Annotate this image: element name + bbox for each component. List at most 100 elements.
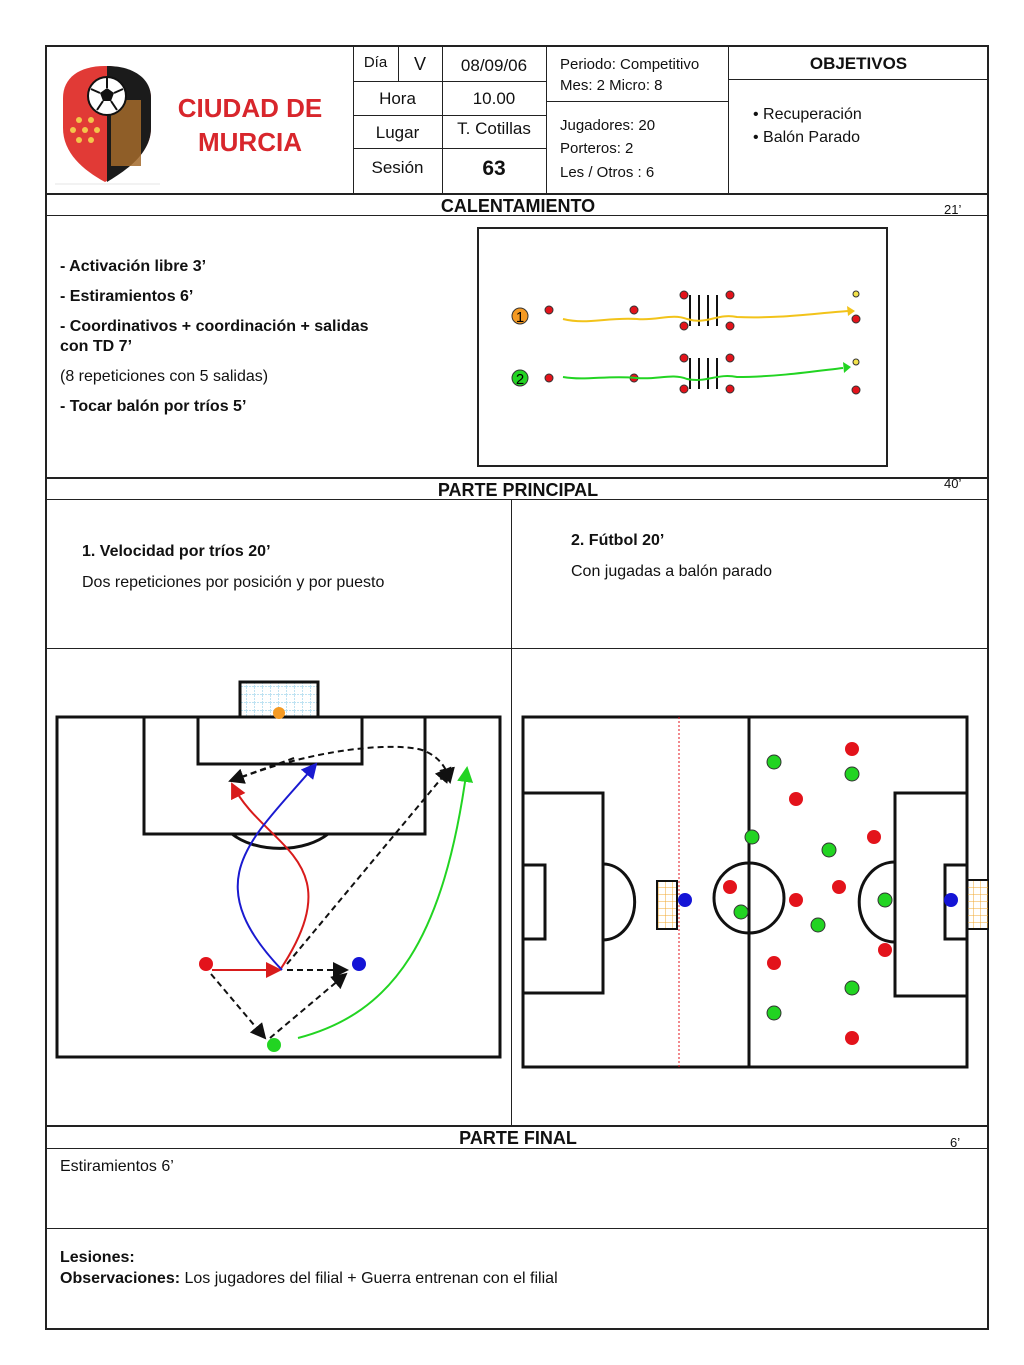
- green-run-path: [297, 766, 474, 1039]
- lesiones-label: Lesiones:: [60, 1249, 135, 1266]
- objetivos-list: Recuperación Balón Parado: [753, 103, 862, 149]
- penalty-arc-right: [857, 860, 896, 944]
- speed-drill-diagram: [55, 680, 502, 1059]
- player-red: [199, 957, 213, 971]
- club-name: CIUDAD DE MURCIA: [160, 91, 340, 159]
- penalty-arc-left: [602, 862, 637, 942]
- diagram-label-1: 1: [516, 309, 524, 326]
- cone: [629, 305, 639, 315]
- divider: [353, 115, 546, 116]
- goalkeeper-blue: [944, 893, 958, 907]
- player-green: [267, 1038, 281, 1052]
- jugadores: Jugadores: 20: [560, 117, 656, 134]
- calentamiento-minutes: 21’: [944, 202, 962, 217]
- divider: [546, 101, 728, 102]
- green-run-path: [562, 367, 844, 381]
- player-green: [744, 829, 760, 845]
- calentamiento-title: CALENTAMIENTO: [440, 196, 596, 216]
- player-red: [878, 943, 892, 957]
- goal-net: [238, 680, 320, 719]
- goalkeeper-blue: [678, 893, 692, 907]
- player-red: [767, 956, 781, 970]
- player-red: [789, 893, 803, 907]
- pass-path: [228, 757, 295, 784]
- goal-area-left: [521, 863, 547, 941]
- player-green: [844, 766, 860, 782]
- dia-value: V: [413, 54, 426, 74]
- pitch-area: [55, 715, 502, 1059]
- final-text: Estiramientos 6’: [60, 1158, 174, 1175]
- divider: [46, 1125, 989, 1127]
- cone: [544, 373, 554, 383]
- cone: [725, 321, 735, 331]
- divider: [353, 148, 546, 149]
- player-green: [821, 842, 837, 858]
- player-red: [832, 880, 846, 894]
- les-otros: Les / Otros : 6: [560, 164, 655, 181]
- sesion-number: 63: [482, 157, 506, 180]
- lugar-value: T. Cotillas: [457, 119, 531, 138]
- divider: [511, 500, 512, 1126]
- objetivo-item: Recuperación: [753, 103, 862, 126]
- player-green: [844, 980, 860, 996]
- exercise-1-title: 1. Velocidad por tríos 20’: [82, 543, 271, 560]
- principal-minutes: 40’: [944, 476, 962, 491]
- cone: [852, 290, 860, 298]
- divider: [46, 648, 989, 649]
- divider: [46, 1148, 989, 1149]
- cone: [679, 290, 689, 300]
- warmup-item: con TD 7’: [60, 338, 133, 355]
- hora-label: Hora: [379, 89, 416, 108]
- goalkeeper-marker: [273, 707, 285, 719]
- warmup-item: - Tocar balón por tríos 5’: [60, 398, 247, 415]
- red-run-path: [231, 782, 310, 971]
- divider: [442, 46, 443, 193]
- mini-goal: [656, 880, 678, 930]
- mes-micro: Mes: 2 Micro: 8: [560, 77, 663, 94]
- match-diagram: [521, 715, 989, 1069]
- calentamiento-list: - Activación libre 3’ - Estiramientos 6’…: [60, 258, 440, 416]
- divider: [398, 46, 399, 81]
- exercise-2-desc: Con jugadas a balón parado: [571, 563, 773, 580]
- divider: [546, 46, 547, 193]
- player-green: [810, 917, 826, 933]
- final-title: PARTE FINAL: [459, 1128, 577, 1148]
- warmup-item: - Estiramientos 6’: [60, 288, 194, 305]
- player-marker-2: [511, 369, 529, 387]
- player-red: [845, 1031, 859, 1045]
- dia-label: Día: [363, 54, 388, 71]
- player-green: [877, 892, 893, 908]
- divider: [46, 477, 989, 479]
- lugar-label: Lugar: [375, 123, 420, 142]
- objetivos-title: OBJETIVOS: [809, 54, 908, 73]
- yellow-run-path: [562, 310, 850, 323]
- session-date: 08/09/06: [460, 56, 528, 75]
- cone: [679, 384, 689, 394]
- divider: [728, 79, 989, 80]
- warmup-item: (8 repeticiones con 5 salidas): [60, 368, 269, 385]
- cone: [852, 358, 860, 366]
- divider: [46, 215, 989, 216]
- player-red: [867, 830, 881, 844]
- player-green: [766, 754, 782, 770]
- pass-path: [210, 973, 267, 1040]
- pitch-area: [521, 715, 969, 1069]
- cone: [679, 353, 689, 363]
- pass-path: [286, 766, 452, 965]
- player-green: [766, 1005, 782, 1021]
- observaciones: Observaciones: Los jugadores del filial …: [60, 1270, 558, 1288]
- club-name-line1: CIUDAD DE: [177, 93, 323, 123]
- final-minutes: 6’: [950, 1135, 961, 1150]
- ladder: [689, 295, 718, 326]
- hora-value: 10.00: [472, 89, 516, 108]
- cone: [851, 314, 861, 324]
- warmup-diagram: 1 2: [477, 227, 888, 467]
- red-team: [723, 742, 892, 1045]
- cone: [725, 353, 735, 363]
- player-marker-1: [511, 307, 529, 325]
- warmup-item: - Activación libre 3’: [60, 258, 207, 275]
- cone: [725, 290, 735, 300]
- divider: [46, 499, 989, 500]
- exercise-2-title: 2. Fútbol 20’: [571, 532, 665, 549]
- penalty-arc: [231, 832, 329, 850]
